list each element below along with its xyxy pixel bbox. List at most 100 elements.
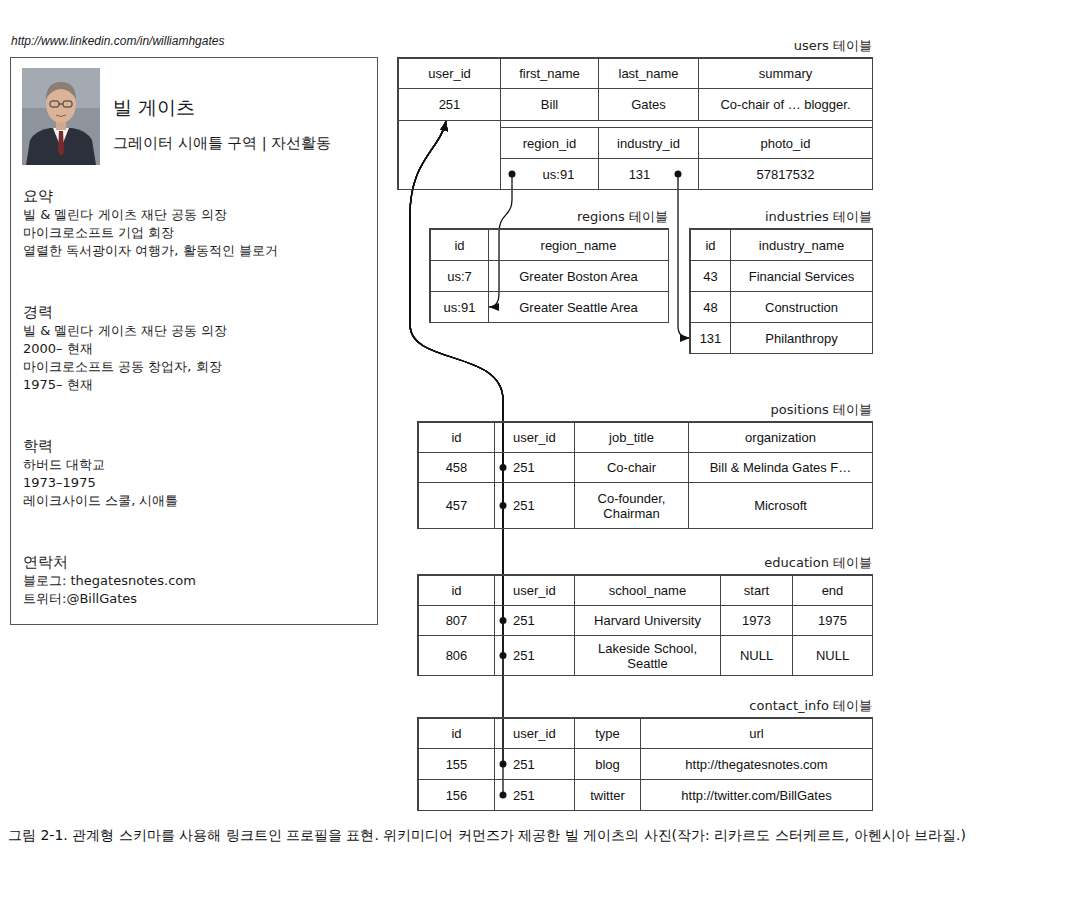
profile-line: 마이크로소프트 기업 회장 — [23, 225, 174, 241]
table-cell: Greater Seattle Area — [488, 291, 669, 323]
cell-text: http://thegatesnotes.com — [685, 757, 827, 772]
key-value: 131 — [700, 331, 722, 346]
cell-text: Greater Seattle Area — [519, 300, 638, 315]
cell-text: id — [454, 238, 464, 253]
cell-text: 1973 — [742, 613, 771, 628]
cell-text: Financial Services — [749, 269, 855, 284]
cell-text: user_id — [513, 430, 556, 445]
empty-cell — [398, 120, 501, 190]
table-cell: end — [792, 575, 873, 606]
cell-text: id — [451, 726, 461, 741]
key-cell: 251 — [494, 605, 575, 636]
table-cell: 48 — [690, 291, 731, 323]
profile-line: 블로그: thegatesnotes.com — [23, 573, 196, 589]
foreign-key-arrow — [489, 174, 512, 307]
cell-text: Bill & Melinda Gates F… — [710, 460, 852, 475]
table-cell: user_id — [398, 58, 501, 89]
table-cell: user_id — [494, 422, 575, 453]
foreign-key-arrow — [410, 121, 503, 621]
section-heading: 연락처 — [23, 553, 68, 571]
key-value: us:91 — [444, 300, 476, 315]
cell-text: photo_id — [761, 136, 811, 151]
key-value: 251 — [439, 97, 461, 112]
cell-text: last_name — [619, 66, 679, 81]
cell-text: blog — [595, 757, 620, 772]
table-cell: Construction — [730, 291, 873, 323]
cell-text: Gates — [631, 97, 666, 112]
cell-text: 458 — [446, 460, 468, 475]
section-heading: 요약 — [23, 187, 53, 205]
key-cell: us:91 — [430, 291, 489, 323]
table-cell: Co-chair of … blogger. — [698, 88, 873, 121]
cell-text: industry_id — [617, 136, 680, 151]
table-cell: organization — [688, 422, 873, 453]
cell-text: user_id — [428, 66, 471, 81]
profile-line: 열렬한 독서광이자 여행가, 활동적인 블로거 — [23, 243, 278, 259]
table-cell: 57817532 — [698, 158, 873, 190]
table-cell: school_name — [574, 575, 721, 606]
cell-text: Philanthropy — [765, 331, 837, 346]
cell-text: us:7 — [447, 269, 472, 284]
table-cell: 1975 — [792, 605, 873, 636]
table-cell: http://thegatesnotes.com — [640, 748, 873, 780]
profile-line: 레이크사이드 스쿨, 시애틀 — [23, 493, 178, 509]
cell-text: start — [744, 583, 769, 598]
cell-text: Microsoft — [754, 498, 807, 513]
cell-text: region_id — [523, 136, 577, 151]
key-value: 251 — [513, 757, 535, 772]
connector-dot — [509, 171, 516, 178]
section-heading: 경력 — [23, 303, 53, 321]
table-cell: Co-chair — [574, 452, 689, 483]
cell-text: 43 — [703, 269, 717, 284]
foreign-key-arrow — [410, 121, 503, 468]
table-cell: first_name — [500, 58, 599, 89]
table-cell: 458 — [418, 452, 495, 483]
table-title: regions 테이블 — [577, 208, 668, 226]
profile-line: 트위터:@BillGates — [23, 591, 137, 607]
cell-text: http://twitter.com/BillGates — [681, 788, 831, 803]
cell-text: NULL — [740, 648, 773, 663]
key-value: 251 — [513, 460, 535, 475]
cell-text: Lakeside School, Seattle — [579, 641, 716, 671]
table-cell: 457 — [418, 482, 495, 529]
table-title: contact_info 테이블 — [749, 697, 872, 715]
table-cell: 155 — [418, 748, 495, 780]
key-value: 251 — [513, 613, 535, 628]
cell-text: type — [595, 726, 620, 741]
profile-photo — [22, 68, 100, 165]
foreign-key-arrow — [678, 174, 690, 338]
db-table: education 테이블iduser_idschool_namestarten… — [418, 575, 872, 675]
key-cell: 251 — [398, 88, 501, 121]
cell-text: job_title — [609, 430, 654, 445]
profile-line: 빌 & 멜린다 게이츠 재단 공동 의장 — [23, 207, 227, 223]
cell-text: 155 — [446, 757, 468, 772]
profile-line: 빌 & 멜린다 게이츠 재단 공동 의장 — [23, 323, 227, 339]
table-cell: Gates — [598, 88, 699, 121]
table-cell: Bill & Melinda Gates F… — [688, 452, 873, 483]
table-cell: industry_id — [598, 127, 699, 159]
db-table: users 테이블user_idfirst_namelast_namesumma… — [398, 58, 872, 189]
table-cell: user_id — [494, 575, 575, 606]
cell-text: end — [822, 583, 844, 598]
cell-text: Harvard University — [594, 613, 701, 628]
connector-dot — [675, 171, 682, 178]
key-value: 251 — [513, 788, 535, 803]
cell-text: organization — [745, 430, 816, 445]
table-cell: 1973 — [720, 605, 793, 636]
section-heading: 학력 — [23, 437, 53, 455]
table-cell: id — [690, 229, 731, 261]
cell-text: id — [705, 238, 715, 253]
cell-text: 807 — [446, 613, 468, 628]
table-cell: us:7 — [430, 260, 489, 292]
table-cell: summary — [698, 58, 873, 89]
key-cell: 131 — [598, 158, 699, 190]
table-cell: id — [418, 575, 495, 606]
table-cell: Harvard University — [574, 605, 721, 636]
cell-text: Co-chair — [607, 460, 656, 475]
table-cell: 43 — [690, 260, 731, 292]
table-cell: 806 — [418, 635, 495, 676]
table-cell: blog — [574, 748, 641, 780]
profile-card: http://www.linkedin.com/in/williamhgates… — [10, 57, 378, 625]
